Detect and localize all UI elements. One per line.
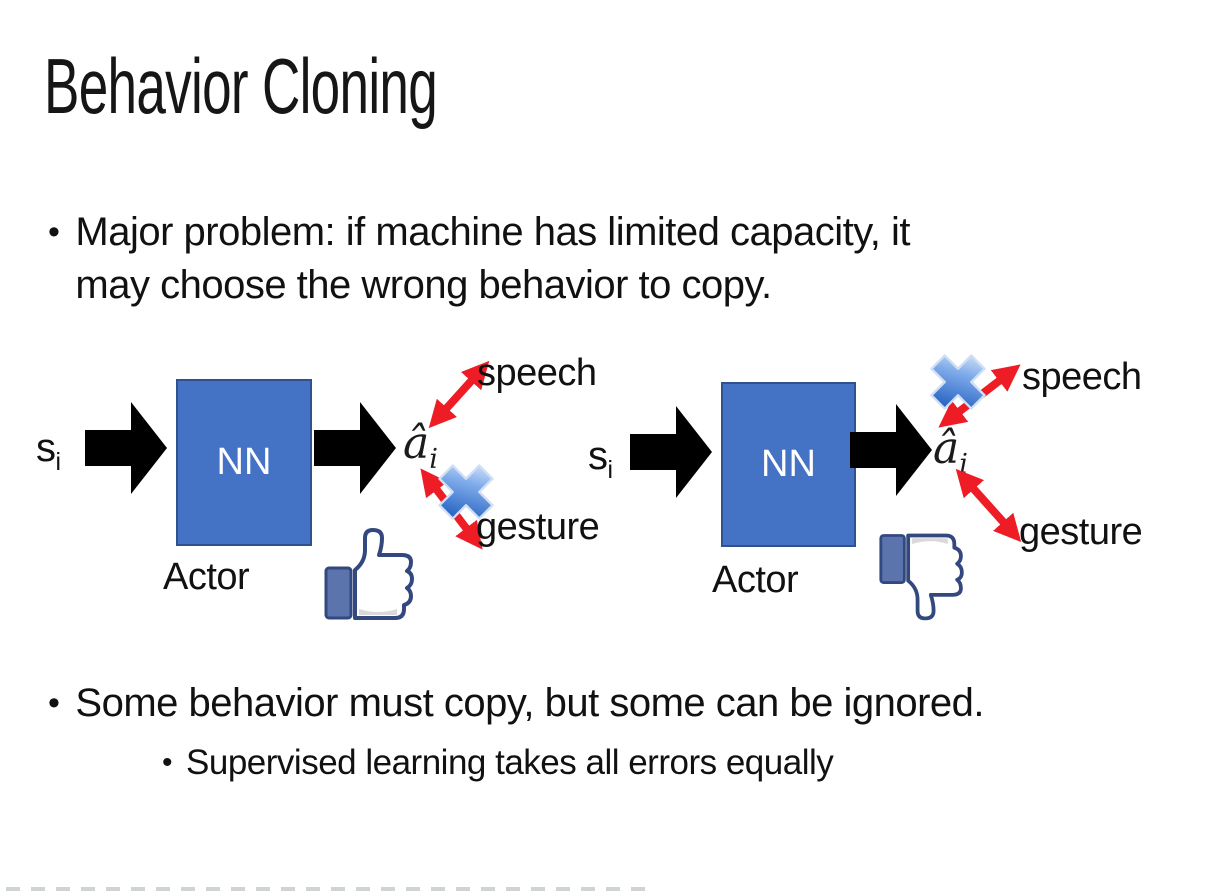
nn-label: NN (216, 441, 272, 483)
double-headed-arrow-icon (428, 360, 490, 429)
bullet-marker: • (48, 213, 60, 251)
input-state-label: si (588, 434, 613, 484)
nn-box: NN (176, 379, 312, 546)
bullet-major-problem: • Major problem: if machine has limited … (48, 206, 1128, 312)
bullet-major-problem-text: Major problem: if machine has limited ca… (75, 210, 910, 307)
thumbs-down-icon (879, 533, 964, 621)
nn-box: NN (721, 382, 856, 547)
bullet-marker: • (48, 684, 60, 722)
nn-label: NN (761, 443, 816, 485)
sub-bullet-supervised-text: Supervised learning takes all errors equ… (186, 743, 834, 782)
bullet-some-behavior: • Some behavior must copy, but some can … (48, 678, 1168, 728)
right-arrow-icon (314, 402, 396, 494)
cross-out-icon (930, 354, 986, 410)
right-arrow-icon (850, 404, 932, 496)
output-action-label: âi (403, 418, 438, 475)
slide-title: Behavior Cloning (44, 42, 438, 130)
gesture-label: gesture (476, 506, 600, 548)
bullet-some-behavior-text: Some behavior must copy, but some can be… (75, 681, 985, 725)
cross-out-icon (438, 464, 494, 520)
double-headed-arrow-icon (955, 468, 1022, 543)
bullet-marker: • (162, 746, 173, 779)
input-state-label: si (36, 426, 61, 476)
output-action-label: âi (933, 423, 968, 480)
right-arrow-icon (630, 406, 712, 498)
speech-label: speech (477, 352, 597, 394)
cropped-edge-artifact (6, 887, 646, 891)
actor-label: Actor (712, 559, 799, 601)
thumbs-up-icon (324, 528, 414, 620)
right-arrow-icon (85, 402, 167, 494)
gesture-label: gesture (1019, 511, 1143, 553)
speech-label: speech (1022, 356, 1142, 398)
actor-label: Actor (163, 556, 250, 598)
sub-bullet-supervised: • Supervised learning takes all errors e… (162, 740, 1162, 786)
